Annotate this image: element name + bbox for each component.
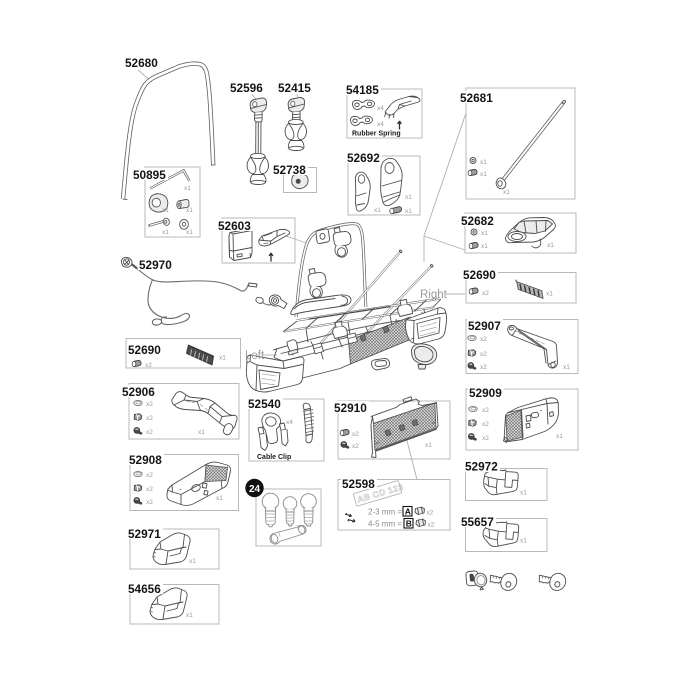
svg-text:52906: 52906 <box>122 385 155 399</box>
svg-text:x1: x1 <box>520 538 527 545</box>
svg-text:52540: 52540 <box>248 397 281 411</box>
svg-text:55657: 55657 <box>461 515 494 529</box>
svg-text:x1: x1 <box>425 442 432 449</box>
svg-text:4-5 mm =: 4-5 mm = <box>368 520 402 529</box>
svg-text:x1: x1 <box>219 355 226 362</box>
svg-text:52738: 52738 <box>273 163 306 177</box>
svg-text:x2: x2 <box>146 486 153 493</box>
svg-text:Left: Left <box>245 350 265 362</box>
svg-text:x1: x1 <box>162 229 169 236</box>
svg-text:2-3 mm =: 2-3 mm = <box>368 508 402 517</box>
svg-text:52908: 52908 <box>129 453 162 467</box>
svg-text:x1: x1 <box>186 229 193 236</box>
svg-text:x1: x1 <box>563 364 570 371</box>
svg-text:54656: 54656 <box>128 582 161 596</box>
svg-text:x1: x1 <box>162 207 169 214</box>
svg-text:x2: x2 <box>145 362 152 369</box>
svg-text:Right: Right <box>420 289 448 301</box>
svg-text:x1: x1 <box>216 495 223 502</box>
svg-text:x1: x1 <box>374 207 381 214</box>
svg-text:52603: 52603 <box>218 219 251 233</box>
svg-text:52415: 52415 <box>278 81 311 95</box>
svg-text:x1: x1 <box>556 433 563 440</box>
svg-text:52971: 52971 <box>128 527 161 541</box>
svg-text:x2: x2 <box>428 522 435 529</box>
svg-text:x1: x1 <box>547 242 554 249</box>
svg-text:x1: x1 <box>198 429 205 436</box>
svg-text:x4: x4 <box>377 121 384 128</box>
svg-text:Cable Clip: Cable Clip <box>257 454 291 461</box>
svg-text:50895: 50895 <box>133 168 166 182</box>
svg-text:x2: x2 <box>352 431 359 438</box>
svg-text:x1: x1 <box>405 208 412 215</box>
svg-text:52681: 52681 <box>460 91 493 105</box>
svg-text:52690: 52690 <box>463 268 496 282</box>
svg-text:x2: x2 <box>352 443 359 450</box>
svg-text:x2: x2 <box>146 472 153 479</box>
svg-text:x1: x1 <box>189 558 196 565</box>
svg-text:A: A <box>405 506 411 516</box>
svg-text:x2: x2 <box>146 415 153 422</box>
svg-text:52680: 52680 <box>125 56 158 70</box>
svg-text:x2: x2 <box>480 364 487 371</box>
svg-text:x1: x1 <box>480 159 487 166</box>
svg-text:52907: 52907 <box>468 319 501 333</box>
svg-text:52970: 52970 <box>139 258 172 272</box>
svg-text:x2: x2 <box>480 336 487 343</box>
svg-text:52910: 52910 <box>334 401 367 415</box>
svg-text:x2: x2 <box>482 421 489 428</box>
svg-text:24: 24 <box>249 484 261 495</box>
svg-text:x1: x1 <box>481 243 488 250</box>
svg-text:x1: x1 <box>481 230 488 237</box>
svg-text:x2: x2 <box>482 407 489 414</box>
svg-text:54185: 54185 <box>346 83 379 97</box>
svg-text:52972: 52972 <box>465 460 498 474</box>
svg-text:x2: x2 <box>146 401 153 408</box>
svg-text:x2: x2 <box>427 510 434 517</box>
svg-text:x1: x1 <box>184 185 191 192</box>
svg-text:x2: x2 <box>146 499 153 506</box>
svg-text:B: B <box>406 518 412 528</box>
svg-text:52596: 52596 <box>230 81 263 95</box>
svg-text:x1: x1 <box>503 189 510 196</box>
svg-text:52692: 52692 <box>347 151 380 165</box>
svg-text:x1: x1 <box>186 612 193 619</box>
svg-text:x4: x4 <box>286 419 293 426</box>
svg-text:x2: x2 <box>480 351 487 358</box>
svg-text:x1: x1 <box>480 171 487 178</box>
svg-text:x1: x1 <box>520 490 527 497</box>
svg-text:x2: x2 <box>146 429 153 436</box>
svg-text:52682: 52682 <box>461 214 494 228</box>
svg-text:x1: x1 <box>546 291 553 298</box>
svg-text:x4: x4 <box>377 105 384 112</box>
svg-text:x1: x1 <box>405 194 412 201</box>
svg-text:52690: 52690 <box>128 343 161 357</box>
svg-text:x2: x2 <box>482 435 489 442</box>
svg-text:Rubber Spring: Rubber Spring <box>352 131 401 138</box>
svg-text:x1: x1 <box>186 207 193 214</box>
svg-text:52598: 52598 <box>342 477 375 491</box>
svg-text:52909: 52909 <box>469 386 502 400</box>
svg-text:x2: x2 <box>482 290 489 297</box>
